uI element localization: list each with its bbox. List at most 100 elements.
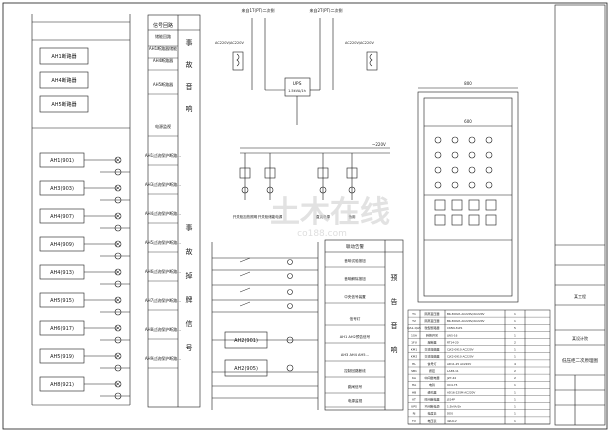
indicator-lamp [114, 380, 122, 388]
switch-contact [239, 301, 251, 307]
indicator-lamp [114, 252, 122, 260]
equipment-spec: AD16-22SM AC220V [447, 390, 475, 394]
panel-device [485, 166, 493, 174]
equipment-name: 不间断电源 [424, 404, 439, 409]
equipment-name: 信号灯 [427, 361, 436, 366]
lamp-cross [115, 213, 121, 219]
circuit-label: AH1(901) [50, 158, 74, 164]
equipment-code: KA [412, 376, 417, 380]
panel-breaker [485, 214, 497, 226]
equipment-name: 隔离变压器 [424, 318, 439, 323]
breaker-label: AH4断路器 [51, 77, 76, 84]
equipment-name: 转换开关 [426, 332, 438, 337]
vertical-label-char: 事 [186, 223, 193, 232]
alarm-table-cell: 信号灯 [350, 316, 361, 321]
equipment-code: UPS [411, 405, 417, 409]
ups-label: UPS [293, 81, 302, 87]
lamp-cross [115, 157, 121, 163]
equipment-qty: 1 [514, 390, 516, 394]
alarm-table-cell: 中央信号装置 [344, 294, 366, 299]
lamp-cross [115, 297, 121, 303]
equipment-spec: DDS [447, 412, 453, 416]
feeder-lamp [348, 186, 356, 194]
equipment-qty: 2 [514, 376, 516, 380]
vertical-label-char: 音 [186, 82, 193, 91]
lamp-cross [115, 269, 121, 275]
equipment-qty: 1 [514, 319, 516, 323]
feeder-breaker [239, 167, 251, 179]
panel-device [451, 151, 459, 159]
equipment-qty: 1 [514, 355, 516, 359]
indicator-lamp [114, 168, 122, 176]
equipment-code: PJ [413, 412, 416, 416]
equipment-qty: 1 [514, 412, 516, 416]
switch-contact [239, 257, 251, 263]
title-block [554, 4, 606, 426]
equipment-code: KT [412, 397, 416, 401]
relay-coil [287, 259, 293, 265]
feeder-label: 开关柜加热照明 [233, 214, 258, 219]
signal-table-cell: AH5过流保护断路… [145, 239, 181, 245]
indicator-lamp [114, 156, 122, 164]
alarm-table-cell: AH3 AH4 AH5… [341, 353, 370, 357]
equipment-spec: LA38-11 [447, 369, 459, 373]
panel-device [468, 181, 476, 189]
indicator-lamp [114, 268, 122, 276]
feeder-lamp [266, 186, 274, 194]
equipment-spec: 42L6-V [447, 419, 457, 423]
equipment-code: HA [412, 383, 417, 387]
vertical-label-char: 音 [391, 321, 398, 330]
control-lamp [286, 364, 294, 372]
equipment-name: 按钮 [429, 368, 435, 373]
panel-device [451, 136, 459, 144]
equipment-name: 蜂鸣器 [427, 389, 436, 394]
equipment-code: T2 [411, 319, 416, 323]
equipment-code: QA1-QA5 [407, 326, 421, 330]
equipment-spec: JZ7-44 [446, 376, 456, 380]
right-source-label: 来自2T(PT)二次侧 [310, 7, 343, 13]
equipment-qty: 1 [514, 383, 516, 387]
circuit-label: AH6(917) [50, 326, 74, 332]
control-box-label: AH2(901) [234, 338, 258, 344]
left-ratio-label: AC220V/AC220V [215, 41, 244, 45]
vertical-label-char: 号 [186, 344, 193, 352]
indicator-lamp [114, 364, 122, 372]
panel-breaker [451, 199, 463, 211]
panel-device [451, 181, 459, 189]
indicator-lamp [114, 184, 122, 192]
panel-device [485, 181, 493, 189]
indicator-lamp [114, 296, 122, 304]
equipment-qty: 5 [514, 326, 516, 330]
circuit-label: AH4(909) [50, 242, 74, 248]
vertical-label-char: 掉 [186, 271, 193, 280]
power-supply-circuit [232, 18, 390, 200]
panel-device [434, 166, 442, 174]
equipment-qty: 1 [514, 419, 516, 423]
panel-device [434, 136, 442, 144]
equipment-spec: JS14P [446, 397, 455, 401]
equipment-name: 电压表 [427, 418, 436, 423]
cabinet-elevation [417, 87, 519, 303]
feeder-lamp [241, 186, 249, 194]
title-block-project: 某工程 [574, 293, 586, 299]
equipment-name: 电度表 [427, 411, 436, 416]
lamp-cross [115, 325, 121, 331]
equipment-spec: RT14-20 [447, 340, 459, 344]
equipment-name: 隔离变压器 [424, 311, 439, 316]
equipment-code: 1SA [411, 333, 418, 337]
equipment-spec: AD11-25 AC220V [447, 362, 471, 366]
bus-label: ~220V [372, 142, 386, 147]
equipment-code: TV [411, 419, 417, 423]
equipment-qty: 1 [514, 348, 516, 352]
control-circuit [211, 242, 319, 410]
watermark-sub: co188.com [297, 229, 347, 239]
equipment-name: 时间继电器 [424, 396, 439, 401]
title-block-company: 某设计院 [572, 335, 588, 341]
indicator-lamp [114, 280, 122, 288]
signal-table [147, 14, 201, 408]
alarm-table-header: 联动告警 [346, 243, 364, 250]
circuit-label: AH5(915) [50, 298, 74, 304]
vertical-label-char: 事 [186, 38, 193, 47]
vertical-label-char: 故 [186, 247, 193, 256]
